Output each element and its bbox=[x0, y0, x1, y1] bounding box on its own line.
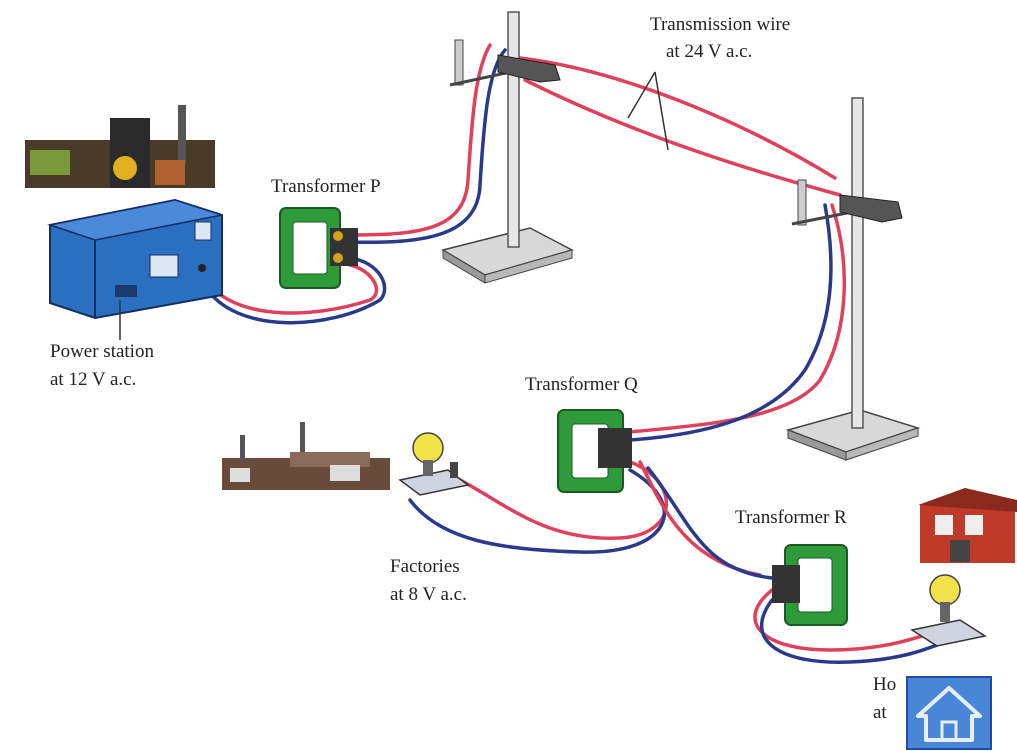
left-pole bbox=[443, 12, 572, 283]
home-icon bbox=[908, 678, 990, 748]
factories-voltage-label: at 8 V a.c. bbox=[390, 584, 467, 605]
house-icon bbox=[918, 488, 1017, 563]
factories-label: Factories bbox=[390, 556, 460, 577]
transformer-r-label: Transformer R bbox=[735, 507, 847, 528]
homes-label: Ho bbox=[873, 674, 896, 695]
transformer-p bbox=[280, 208, 358, 288]
power-station-box bbox=[50, 200, 222, 318]
transmission-wire-label: Transmission wire bbox=[650, 14, 790, 35]
transformer-q bbox=[558, 410, 632, 492]
home-bulb bbox=[912, 575, 985, 646]
home-button[interactable] bbox=[906, 676, 992, 750]
transmission-pointer-1 bbox=[628, 72, 655, 118]
transformer-q-label: Transformer Q bbox=[525, 374, 638, 395]
factories-icon bbox=[222, 422, 390, 490]
transmission-voltage-label: at 24 V a.c. bbox=[666, 41, 752, 62]
transformer-r bbox=[772, 545, 847, 625]
power-plant-icon bbox=[25, 105, 215, 188]
transformer-p-label: Transformer P bbox=[271, 176, 381, 197]
homes-voltage-label: at bbox=[873, 702, 887, 723]
power-station-voltage-label: at 12 V a.c. bbox=[50, 369, 136, 390]
right-pole bbox=[788, 98, 918, 460]
power-station-label: Power station bbox=[50, 341, 154, 362]
factory-bulb bbox=[400, 433, 468, 495]
